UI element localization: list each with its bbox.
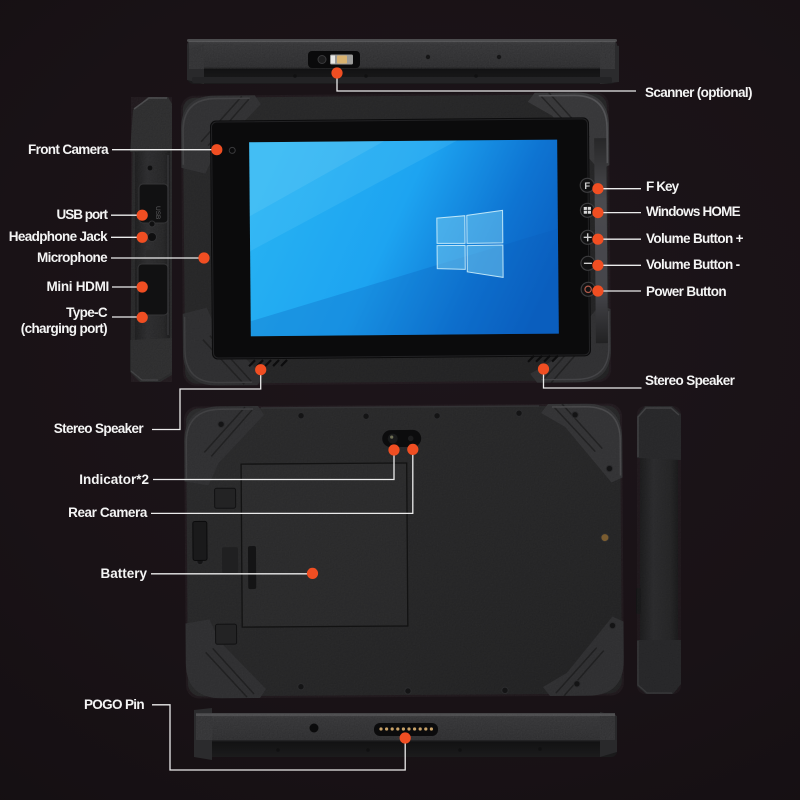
svg-text:F: F: [584, 181, 590, 192]
svg-text:USB: USB: [154, 206, 161, 219]
